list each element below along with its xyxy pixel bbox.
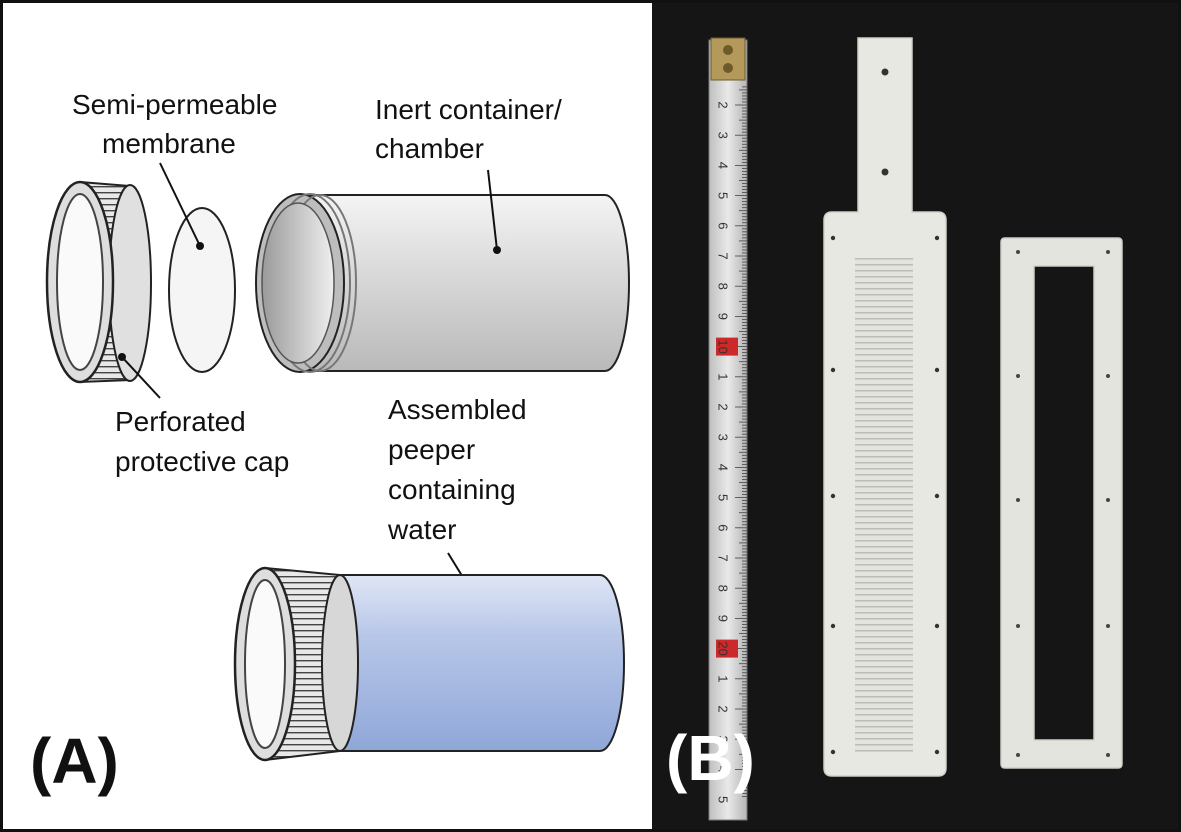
frame-hole	[1106, 753, 1110, 757]
ruler-rivet-bottom	[723, 63, 733, 73]
cap-leader-line	[121, 356, 161, 399]
frame-hole	[1106, 498, 1110, 502]
ruler-number: 1	[716, 675, 731, 682]
perforated-cap-drawing	[45, 180, 152, 384]
label-cap-line1: Perforated	[115, 406, 246, 437]
plate-hole	[881, 168, 889, 176]
plate-hole	[934, 623, 940, 629]
panel-a: Semi-permeable membrane Inert container/…	[30, 89, 630, 797]
membrane-drawing	[168, 207, 236, 373]
label-cap-line2: protective cap	[115, 446, 289, 477]
label-assembled-line2: peeper	[388, 434, 475, 465]
ruler-number: 4	[716, 162, 731, 169]
frame-hole	[1106, 624, 1110, 628]
label-assembled-line4: water	[387, 514, 456, 545]
ruler: 2 3 4 5 6 7 8 9 10 1 2 3 4 5 6 7 8 9 20 1 2 3 4 5	[708, 37, 748, 821]
ruler-number: 10	[716, 339, 731, 353]
plate-hole	[934, 493, 940, 499]
ruler-number: 2	[716, 101, 731, 108]
ruler-number: 8	[716, 585, 731, 592]
ruler-number: 6	[716, 222, 731, 229]
frame-hole	[1016, 374, 1020, 378]
ruler-ticks	[735, 86, 747, 797]
ruler-number: 2	[716, 705, 731, 712]
membrane-leader-dot	[196, 242, 204, 250]
label-container-line1: Inert container/	[375, 94, 562, 125]
panel-b-label: (B)	[666, 722, 755, 794]
ruler-number: 8	[716, 283, 731, 290]
frame-hole	[1016, 498, 1020, 502]
plate-hole	[881, 68, 889, 76]
ruler-number: 4	[716, 766, 731, 773]
plate-hole	[830, 367, 836, 373]
ruler-highlight	[716, 639, 738, 658]
plate-hole	[830, 235, 836, 241]
panel-b: 2 3 4 5 6 7 8 9 10 1 2 3 4 5 6 7 8 9 20 1 2 3 4 5 (B)	[652, 3, 1178, 829]
frame-holes	[1016, 250, 1110, 757]
membrane-leader-line	[159, 162, 201, 247]
assembled-peeper-drawing	[233, 566, 625, 762]
peeper-frame	[1000, 237, 1123, 769]
plate-holes	[830, 68, 940, 755]
ruler-number: 3	[716, 434, 731, 441]
ruler-number: 5	[716, 494, 731, 501]
ruler-number: 4	[716, 464, 731, 471]
ruler-number: 5	[716, 192, 731, 199]
frame-hole	[1016, 753, 1020, 757]
panel-a-label: (A)	[30, 725, 119, 797]
ruler-number: 9	[716, 313, 731, 320]
ruler-number: 3	[716, 132, 731, 139]
frame-hole	[1106, 374, 1110, 378]
plate-hole	[934, 749, 940, 755]
ruler-number: 9	[716, 615, 731, 622]
label-assembled-line3: containing	[388, 474, 516, 505]
ruler-numbers: 2 3 4 5 6 7 8 9 10 1 2 3 4 5 6 7 8 9 20 1 2 3 4 5	[716, 101, 738, 803]
frame-hole	[1016, 624, 1020, 628]
plate-hole	[934, 367, 940, 373]
frame-hole	[1016, 250, 1020, 254]
plate-hole	[934, 235, 940, 241]
label-assembled-line1: Assembled	[388, 394, 527, 425]
chamber-drawing	[255, 193, 630, 373]
ruler-number: 5	[716, 796, 731, 803]
ruler-highlight	[716, 337, 738, 356]
ruler-number: 6	[716, 524, 731, 531]
plate-slot-grid	[855, 258, 913, 752]
cap-leader-dot	[118, 353, 126, 361]
plate-hole	[830, 749, 836, 755]
ruler-number: 20	[716, 641, 731, 655]
ruler-number: 7	[716, 252, 731, 259]
ruler-number: 1	[716, 373, 731, 380]
peeper-plate	[823, 37, 947, 777]
ruler-number: 2	[716, 403, 731, 410]
label-container-line2: chamber	[375, 133, 484, 164]
label-membrane-line1: Semi-permeable	[72, 89, 277, 120]
frame-hole	[1106, 250, 1110, 254]
plate-hole	[830, 623, 836, 629]
ruler-number: 7	[716, 554, 731, 561]
label-membrane-line2: membrane	[102, 128, 236, 159]
ruler-rivet-top	[723, 45, 733, 55]
ruler-clip	[710, 37, 746, 81]
container-leader-line	[487, 169, 498, 251]
ruler-number: 3	[716, 736, 731, 743]
container-leader-dot	[493, 246, 501, 254]
plate-hole	[830, 493, 836, 499]
